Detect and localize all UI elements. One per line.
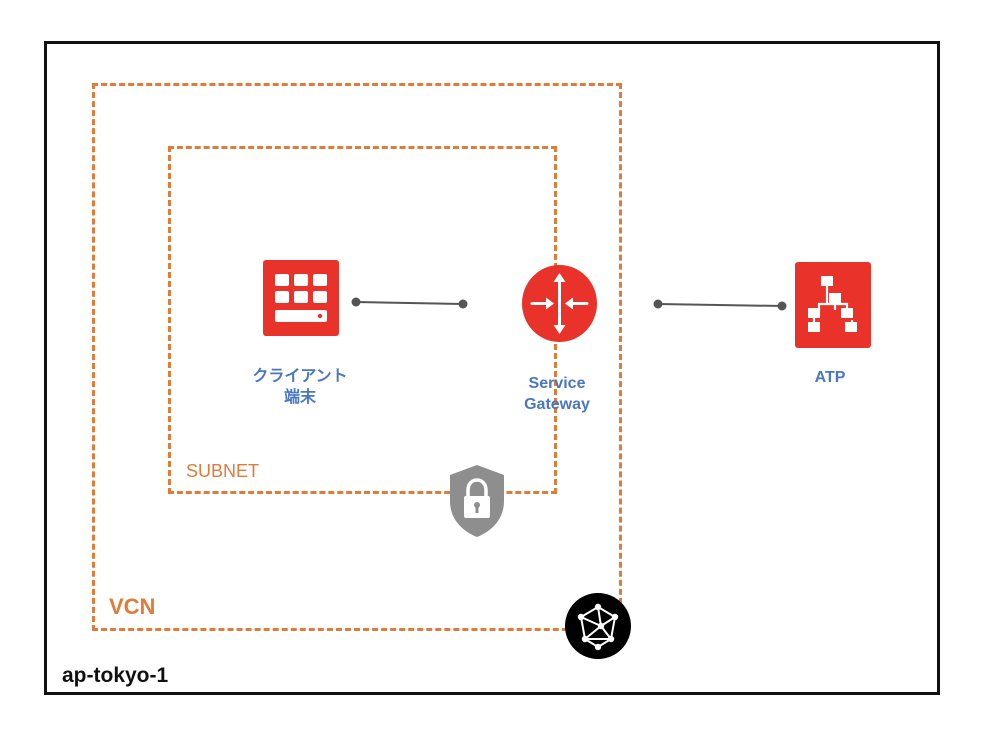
region-container (44, 41, 940, 695)
autonomous-database-icon[interactable] (795, 262, 871, 348)
service-gateway-icon[interactable] (522, 265, 597, 342)
vcn-container (92, 83, 622, 631)
link-endpoint (351, 297, 361, 307)
vcn-label: VCN (109, 594, 156, 619)
service-gateway-label: Service Gateway (499, 373, 615, 415)
service-gateway-label-line1: Service (528, 375, 586, 392)
link-client-to-gateway (351, 297, 468, 309)
link-gateway-to-atp (653, 299, 787, 311)
link-endpoint (653, 299, 663, 309)
region-label: ap-tokyo-1 (62, 664, 169, 687)
atp-label: ATP (814, 369, 846, 386)
client-label: クライアント 端末 (228, 366, 372, 408)
client-label-line1: クライアント (252, 368, 348, 385)
vcn-network-icon[interactable] (565, 593, 631, 659)
compute-instance-icon[interactable] (263, 260, 339, 336)
service-gateway-label-line2: Gateway (524, 396, 590, 413)
subnet-label: SUBNET (186, 461, 260, 481)
link-endpoint (458, 299, 468, 309)
security-list-lock-icon[interactable] (448, 463, 506, 539)
client-label-line2: 端末 (283, 389, 316, 406)
link-endpoint (777, 301, 787, 311)
